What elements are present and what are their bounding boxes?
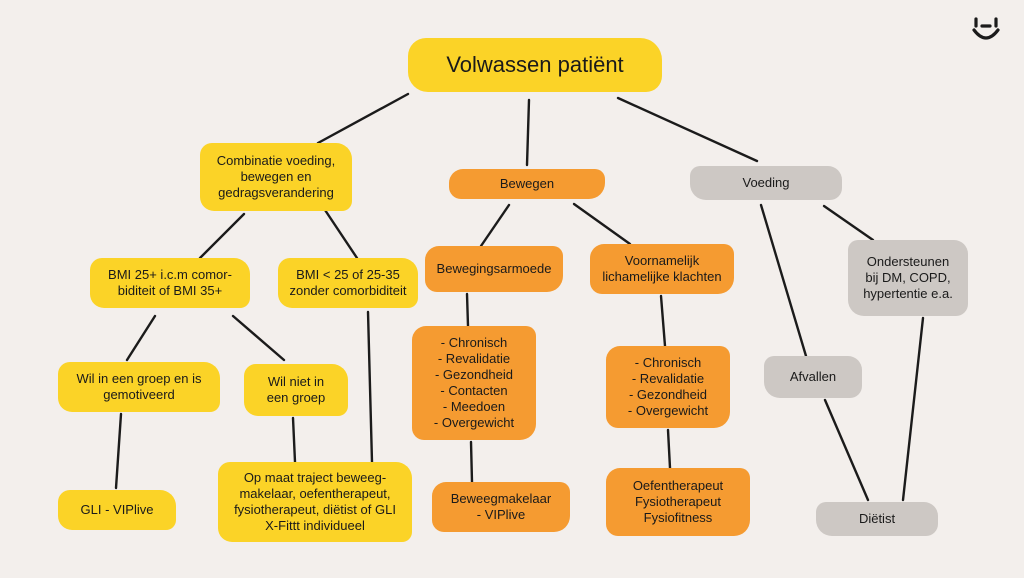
connector-bmi25-groepnee xyxy=(231,314,286,362)
node-op-maat-traject: Op maat traject beweeg- makelaar, oefent… xyxy=(218,462,412,542)
node-bewegingsarmoede: Bewegingsarmoede xyxy=(425,246,563,292)
node-ondersteunen: Ondersteunen bij DM, COPD, hypertentie e… xyxy=(848,240,968,316)
node-gli-viplive: GLI - VIPlive xyxy=(58,490,176,530)
connector-root-voeding xyxy=(616,96,759,163)
node-combinatie: Combinatie voeding, bewegen en gedragsve… xyxy=(200,143,352,211)
connector-root-combinatie xyxy=(316,92,410,145)
connector-ondersteunen-dietist xyxy=(901,316,925,502)
node-afvallen: Afvallen xyxy=(764,356,862,398)
root-node-volwassen-patient: Volwassen patiënt xyxy=(408,38,662,92)
connector-armoede-lijst xyxy=(465,292,470,328)
connector-bmilt25-opmaat xyxy=(366,310,374,464)
node-bmi-25-plus: BMI 25+ i.c.m comor- biditeit of BMI 35+ xyxy=(90,258,250,308)
node-klachten-lijst: - Chronisch - Revalidatie - Gezondheid -… xyxy=(606,346,730,428)
node-beweegmakelaar: Beweegmakelaar - VIPlive xyxy=(432,482,570,532)
node-groep-gemotiveerd: Wil in een groep en is gemotiveerd xyxy=(58,362,220,412)
connector-root-bewegen xyxy=(525,98,531,167)
node-voeding: Voeding xyxy=(690,166,842,200)
connector-groepnee-opmaat xyxy=(291,416,297,464)
node-bewegen: Bewegen xyxy=(449,169,605,199)
node-bmi-lt-25: BMI < 25 of 25-35 zonder comorbiditeit xyxy=(278,258,418,308)
node-dietist: Diëtist xyxy=(816,502,938,536)
node-oefentherapeut: Oefentherapeut Fysiotherapeut Fysiofitne… xyxy=(606,468,750,536)
connector-armoedelijst-beweegmakelaar xyxy=(469,440,474,484)
connector-klachtenlijst-oefentherapeut xyxy=(666,428,672,470)
smile-logo-icon xyxy=(972,17,1000,40)
connector-combinatie-bmilt25 xyxy=(323,208,359,260)
connector-voeding-ondersteunen xyxy=(822,204,875,242)
connector-combinatie-bmi25 xyxy=(198,212,246,260)
connector-groepja-gli xyxy=(114,412,123,490)
node-niet-in-groep: Wil niet in een groep xyxy=(244,364,348,416)
node-armoede-lijst: - Chronisch - Revalidatie - Gezondheid -… xyxy=(412,326,536,440)
connector-bewegen-armoede xyxy=(479,203,511,248)
connector-bewegen-klachten xyxy=(572,202,632,246)
connector-bmi25-groepja xyxy=(125,314,157,362)
node-lichamelijke-klachten: Voornamelijk lichamelijke klachten xyxy=(590,244,734,294)
connector-afvallen-dietist xyxy=(823,398,870,502)
connector-voeding-afvallen xyxy=(759,203,808,358)
connector-klachten-lijst xyxy=(659,294,667,348)
